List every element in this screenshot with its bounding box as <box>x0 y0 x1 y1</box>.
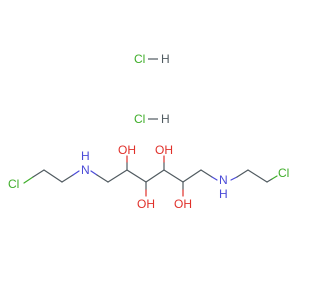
right-nh-h-label: H <box>219 187 228 201</box>
left-cl-label: Cl <box>8 177 19 191</box>
bond-backbone-3 <box>145 169 165 183</box>
bond-n-c-right-n <box>230 176 238 181</box>
molecule-diagram: Cl H Cl H Cl H N OH OH OH OH N H Cl <box>8 52 289 211</box>
oh-1-label: OH <box>118 143 136 157</box>
hcl-top-cl-label: Cl <box>134 52 145 66</box>
left-nh-h-label: H <box>81 149 90 163</box>
bond-c-n-right-n <box>211 176 218 181</box>
bond-c-cl-right-carbon <box>266 178 273 183</box>
bond-n-c-left-n <box>90 170 98 176</box>
bond-c-c-right <box>247 169 268 183</box>
bond-backbone-1 <box>107 169 128 183</box>
oh-3-label: OH <box>155 143 173 157</box>
bond-c-cl-right-cl <box>271 175 278 180</box>
oh-2-label: OH <box>137 197 155 211</box>
hcl-bottom-cl-label: Cl <box>134 112 145 126</box>
bond-n-c-right-carbon <box>236 169 249 178</box>
bond-cl-c-left-carbon <box>32 169 45 178</box>
bond-backbone-5 <box>182 169 202 183</box>
hcl-bottom-h-label: H <box>161 112 170 126</box>
bond-n-c-left-carbon <box>96 174 109 183</box>
hcl-top-h-label: H <box>161 52 170 66</box>
bond-c-n-left-carbon <box>61 174 74 183</box>
bond-c-n-right-carbon <box>200 169 213 178</box>
bond-backbone-2 <box>126 169 147 183</box>
structure-svg: Cl H Cl H Cl H N OH OH OH OH N H Cl <box>8 52 289 211</box>
right-n-label: N <box>219 173 228 187</box>
bond-backbone-4 <box>163 169 184 183</box>
bond-cl-c-left <box>23 176 34 184</box>
bond-c-c-left-1 <box>43 169 63 183</box>
oh-4-label: OH <box>174 197 192 211</box>
left-n-label: N <box>81 163 90 177</box>
right-cl-label: Cl <box>278 166 289 180</box>
bond-c-n-left-n <box>72 170 80 176</box>
